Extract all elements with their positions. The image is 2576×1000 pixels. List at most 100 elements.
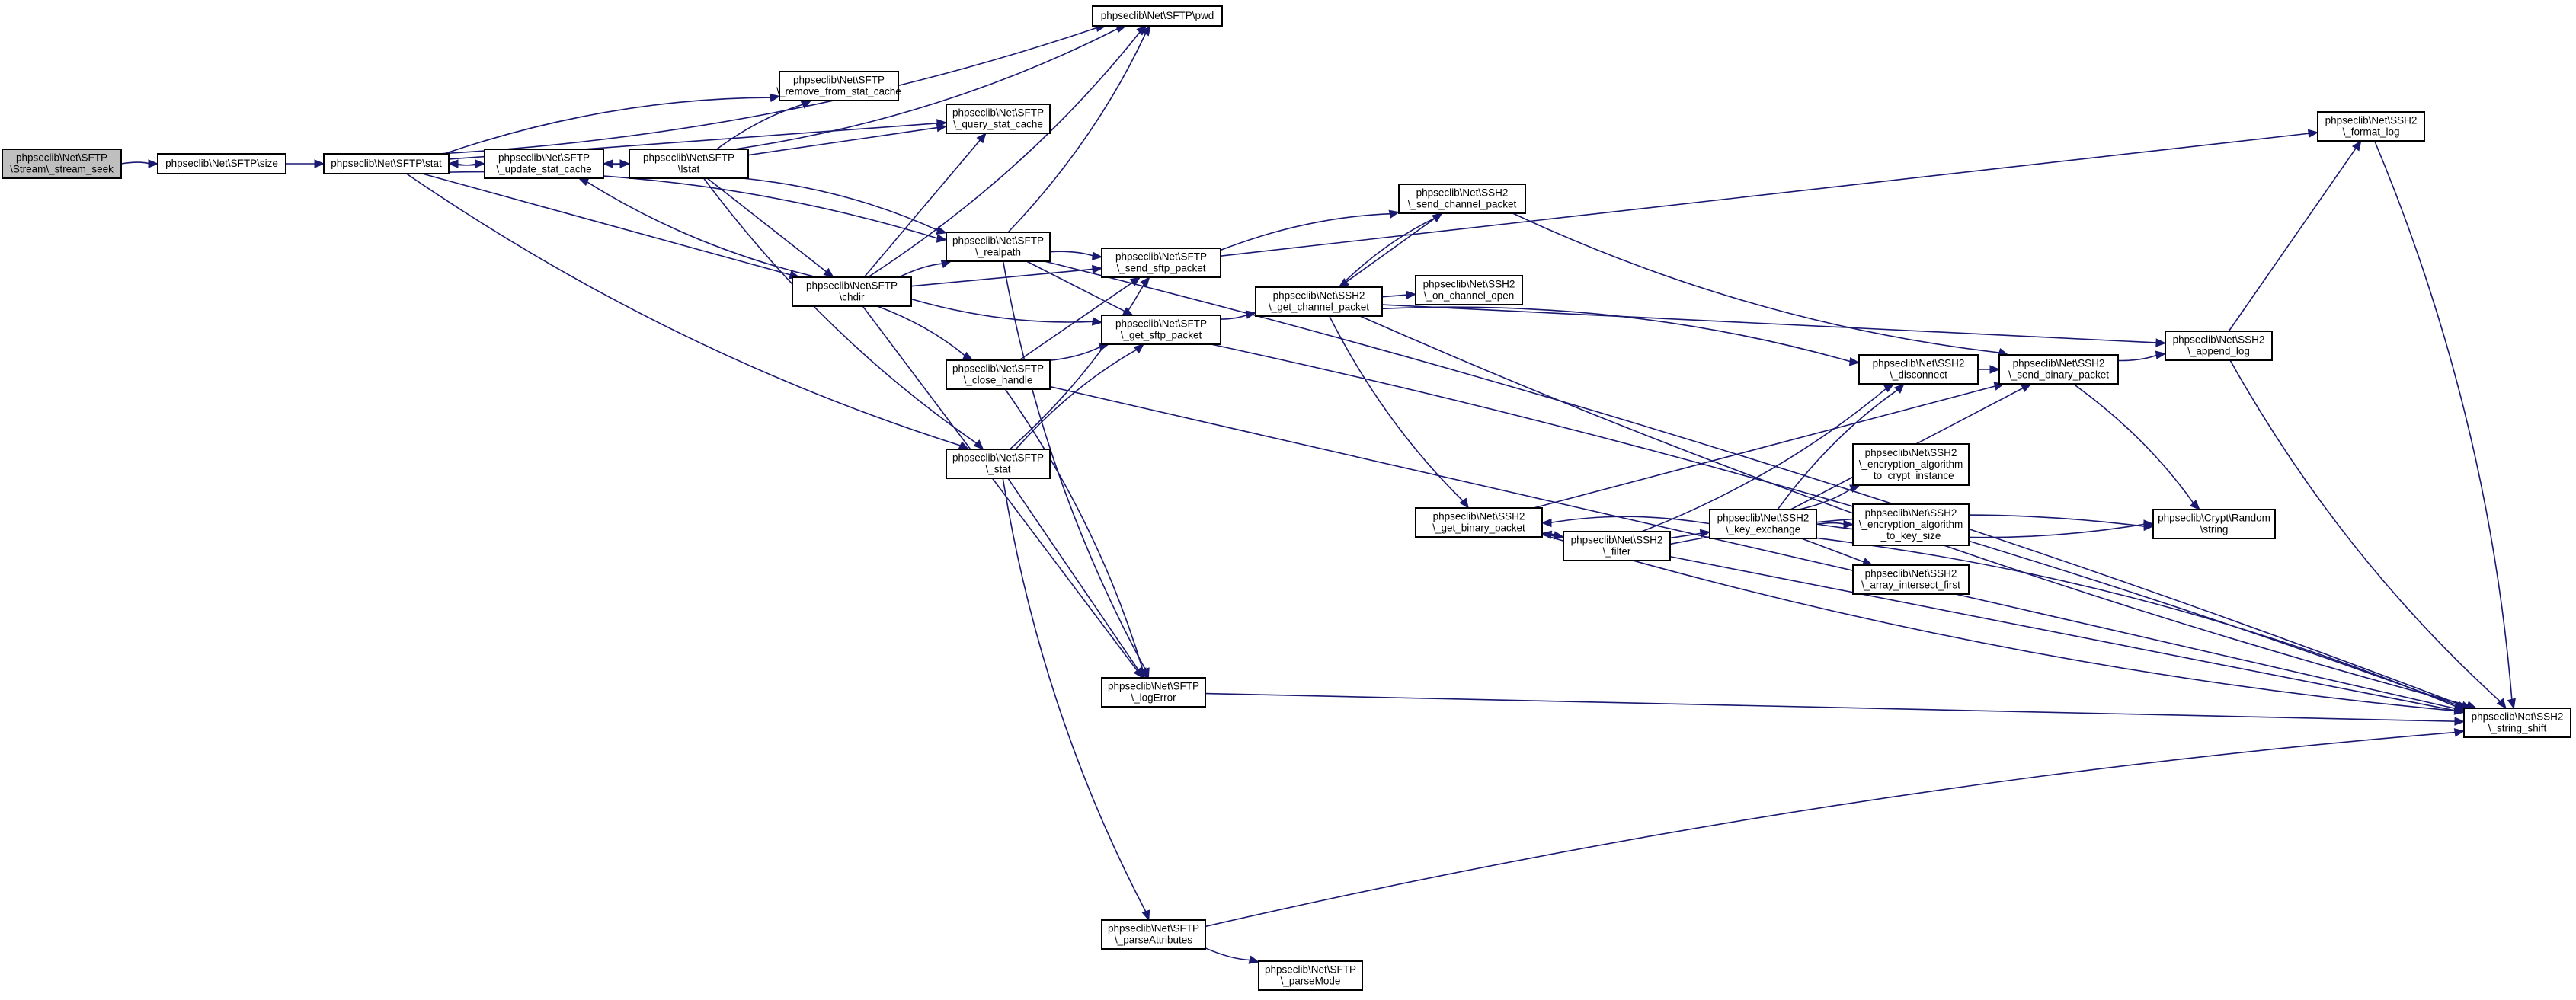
call-edge — [2072, 383, 2200, 510]
node-label: \_realpath — [975, 247, 1021, 258]
node-pwd[interactable]: phpseclib\Net\SFTP\pwd — [1092, 5, 1223, 27]
arrowhead — [447, 159, 459, 168]
node-box — [1415, 275, 1523, 305]
call-edge — [286, 159, 325, 168]
node-size[interactable]: phpseclib\Net\SFTP\size — [157, 153, 286, 174]
node-array-intersect[interactable]: phpseclib\Net\SSH2\_array_intersect_firs… — [1852, 564, 1970, 595]
arrowhead — [2020, 383, 2032, 392]
arrowhead — [1141, 24, 1151, 37]
edge-line — [1799, 487, 1854, 510]
arrowhead — [2453, 701, 2466, 711]
call-edge — [910, 264, 1103, 287]
edge-line — [1049, 251, 1095, 257]
arrowhead — [976, 133, 987, 144]
node-get-channel-packet[interactable]: phpseclib\Net\SSH2\_get_channel_packet — [1255, 286, 1383, 317]
node-stat[interactable]: phpseclib\Net\SFTP\stat — [323, 153, 450, 174]
node-disconnect[interactable]: phpseclib\Net\SSH2\_disconnect — [1858, 354, 1979, 385]
call-edge — [2117, 350, 2167, 362]
node-label: \_update_stat_cache — [496, 164, 591, 175]
node-send-sftp-packet[interactable]: phpseclib\Net\SFTP\_send_sftp_packet — [1101, 248, 1221, 278]
edge-line — [1549, 516, 1710, 525]
node-label: phpseclib\Net\SSH2 — [2013, 358, 2105, 369]
node-parseMode[interactable]: phpseclib\Net\SFTP\_parseMode — [1258, 960, 1363, 991]
call-edge — [120, 159, 159, 168]
edge-line — [1669, 532, 1703, 539]
node-box — [1415, 507, 1543, 538]
node-key-exchange[interactable]: phpseclib\Net\SSH2\_key_exchange — [1709, 509, 1817, 539]
call-edge — [1541, 534, 2466, 715]
node-label: phpseclib\Net\SSH2 — [2173, 334, 2265, 346]
node-label: phpseclib\Net\SSH2 — [1865, 447, 1957, 458]
arrowhead — [1541, 518, 1552, 528]
node-label: \_stat — [985, 464, 1010, 475]
node-parseAttributes[interactable]: phpseclib\Net\SFTP\_parseAttributes — [1101, 919, 1206, 950]
arrowhead — [2496, 698, 2507, 710]
arrowhead — [619, 159, 631, 168]
node-box — [779, 71, 899, 101]
node-send-binary-packet[interactable]: phpseclib\Net\SSH2\_send_binary_packet — [1998, 354, 2119, 385]
edge-line — [742, 177, 939, 232]
edge-line — [702, 177, 978, 445]
node-enc-keysize[interactable]: phpseclib\Net\SSH2\_encryption_algorithm… — [1852, 503, 1970, 546]
edge-line — [1381, 306, 1852, 363]
arrowhead — [1459, 497, 1470, 510]
node-box — [1101, 315, 1221, 345]
node-chdir[interactable]: phpseclib\Net\SFTP\chdir — [792, 276, 912, 307]
edge-line — [747, 126, 939, 156]
edge-line — [1220, 133, 2311, 257]
node-label: \string — [2200, 524, 2229, 535]
call-edge — [1044, 260, 2472, 710]
node-label: \_get_sftp_packet — [1121, 330, 1202, 341]
call-edge — [1220, 310, 1257, 320]
call-edge — [1002, 478, 1150, 922]
arrowhead — [1133, 343, 1144, 354]
node-close-handle[interactable]: phpseclib\Net\SFTP\_close_handle — [946, 359, 1051, 390]
edge-line — [437, 27, 1099, 155]
node-label: phpseclib\Net\SFTP — [1115, 318, 1207, 330]
node-label: phpseclib\Net\SSH2 — [1873, 358, 1965, 369]
call-edge — [877, 305, 974, 361]
arrowhead — [1432, 212, 1443, 222]
node-sftp-stat[interactable]: phpseclib\Net\SFTP\_stat — [946, 449, 1051, 479]
call-edge — [702, 177, 984, 450]
node-label: phpseclib\Net\SFTP\stat — [331, 158, 442, 169]
node-realpath[interactable]: phpseclib\Net\SFTP\_realpath — [946, 232, 1051, 262]
edge-line — [1004, 388, 1144, 672]
edge-line — [2373, 140, 2513, 701]
arrowhead — [475, 159, 486, 168]
node-filter[interactable]: phpseclib\Net\SSH2\_filter — [1563, 531, 1671, 561]
node-label: phpseclib\Net\SSH2 — [1865, 568, 1957, 580]
call-edge — [448, 171, 948, 243]
arrowhead — [1893, 383, 1905, 394]
node-query-stat-cache[interactable]: phpseclib\Net\SFTP\_query_stat_cache — [946, 104, 1051, 134]
node-append-log[interactable]: phpseclib\Net\SSH2\_append_log — [2165, 331, 2273, 361]
edge-line — [448, 171, 939, 240]
node-update-stat-cache[interactable]: phpseclib\Net\SFTP\_update_stat_cache — [484, 149, 604, 179]
edge-line — [406, 173, 962, 447]
edge-line — [1007, 31, 1147, 233]
edge-line — [1512, 212, 2002, 354]
node-remove-from-stat-cache[interactable]: phpseclib\Net\SFTP\_remove_from_stat_cac… — [776, 71, 901, 101]
node-label: phpseclib\Net\SSH2 — [1273, 290, 1365, 302]
node-send-channel-packet[interactable]: phpseclib\Net\SSH2\_send_channel_packet — [1398, 184, 1526, 214]
node-label: phpseclib\Net\SFTP — [793, 75, 885, 86]
node-label: phpseclib\Crypt\Random — [2158, 513, 2270, 524]
arrowhead — [1883, 383, 1895, 393]
node-box — [1101, 677, 1206, 708]
node-enc-crypt[interactable]: phpseclib\Net\SSH2\_encryption_algorithm… — [1852, 443, 1970, 486]
node-on-channel-open[interactable]: phpseclib\Net\SSH2\_on_channel_open — [1415, 275, 1523, 305]
node-box — [2, 149, 122, 179]
node-format-log[interactable]: phpseclib\Net\SSH2\_format_log — [2317, 111, 2425, 142]
node-string-shift[interactable]: phpseclib\Net\SSH2\_string_shift — [2463, 708, 2571, 738]
node-get-sftp-packet[interactable]: phpseclib\Net\SFTP\_get_sftp_packet — [1101, 315, 1221, 345]
node-get-binary-packet[interactable]: phpseclib\Net\SSH2\_get_binary_packet — [1415, 507, 1543, 538]
node-stream-seek[interactable]: phpseclib\Net\SFTP\Stream\_stream_seek — [2, 149, 122, 179]
node-logError[interactable]: phpseclib\Net\SFTP\_logError — [1101, 677, 1206, 708]
node-label: phpseclib\Net\SFTP — [1108, 923, 1199, 935]
call-edge — [447, 159, 485, 168]
node-random-string[interactable]: phpseclib\Crypt\Random\string — [2152, 509, 2276, 539]
node-lstat[interactable]: phpseclib\Net\SFTP\lstat — [629, 149, 749, 179]
call-edge — [1220, 209, 1400, 251]
call-edge — [422, 173, 801, 280]
node-box — [157, 153, 286, 174]
